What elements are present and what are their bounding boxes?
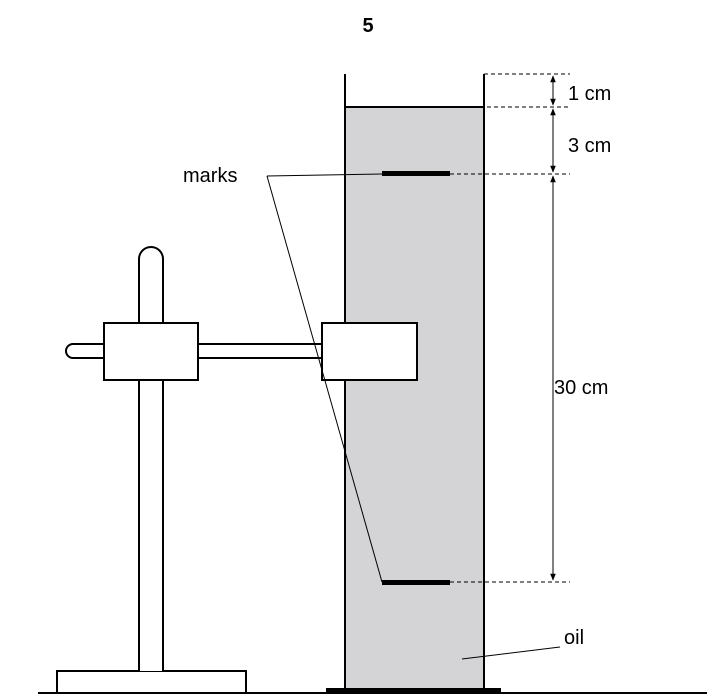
oil-leader-line [461, 646, 561, 660]
dim-label-top: 1 cm [568, 83, 611, 105]
marks-label: marks [183, 165, 237, 187]
dim-label-between-marks: 30 cm [554, 377, 608, 399]
leader-upper-mark [266, 173, 383, 177]
stand-rod [138, 246, 164, 671]
cylinder-base [326, 688, 501, 693]
leader-lower-mark [266, 175, 383, 583]
boss-head [103, 322, 199, 381]
dim-label-gap: 3 cm [568, 135, 611, 157]
guide-lines [450, 73, 570, 583]
lower-mark [382, 580, 450, 585]
cylinder-clamp-front [321, 322, 418, 381]
measuring-cylinder [321, 74, 501, 693]
oil-label: oil [564, 627, 584, 649]
marks-leader-lines [266, 173, 383, 583]
stand-base [56, 670, 247, 694]
page-number: 5 [362, 15, 373, 37]
upper-mark [382, 171, 450, 176]
oil-fill [345, 107, 484, 690]
